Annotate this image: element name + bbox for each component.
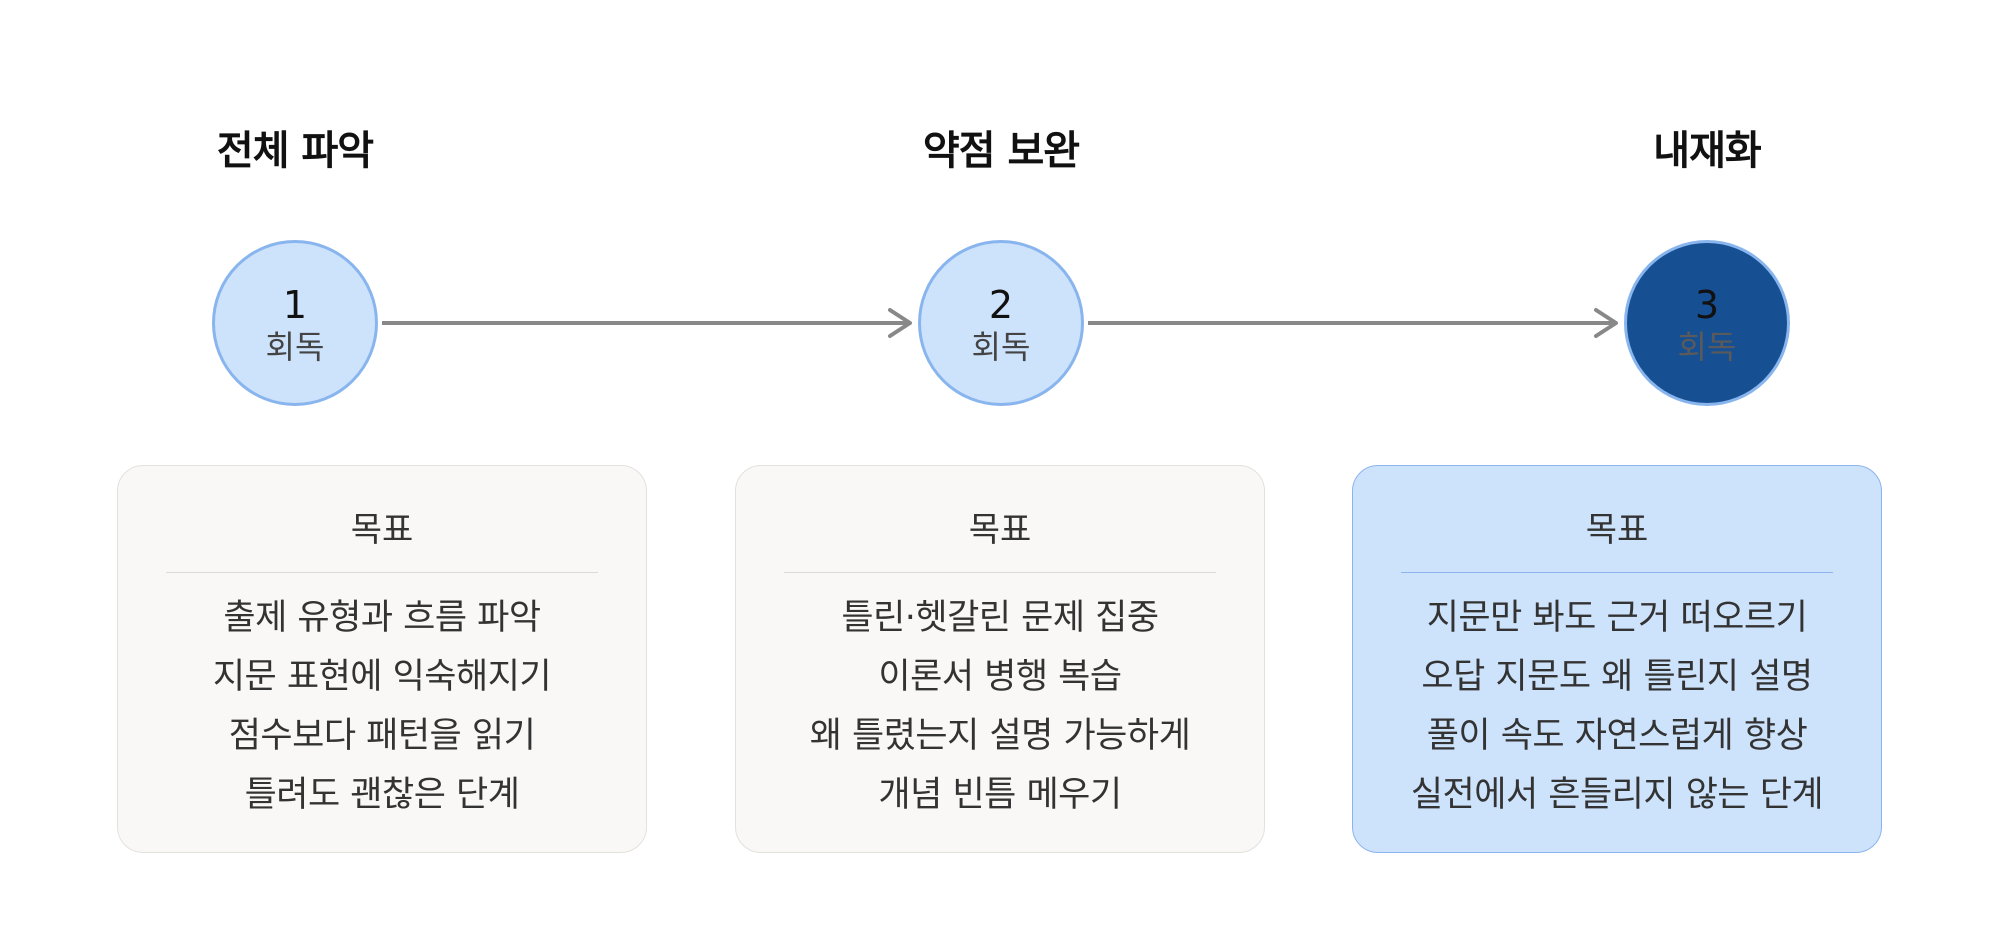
step-node-2: 2 회독: [918, 240, 1084, 406]
goal-item: 풀이 속도 자연스럽게 향상: [1426, 716, 1808, 756]
goal-item: 틀려도 괜찮은 단계: [244, 775, 520, 815]
goal-item: 지문 표현에 익숙해지기: [212, 657, 552, 697]
goal-card-heading: 목표: [784, 502, 1216, 573]
stage-title-1: 전체 파악: [216, 128, 374, 174]
goal-item: 오답 지문도 왜 틀린지 설명: [1421, 657, 1813, 697]
step-number: 3: [1694, 283, 1720, 327]
step-number: 2: [988, 283, 1014, 327]
step-number: 1: [282, 283, 308, 327]
goal-item: 지문만 봐도 근거 떠오르기: [1426, 598, 1808, 638]
goal-item: 실전에서 흔들리지 않는 단계: [1410, 775, 1824, 815]
goal-item: 왜 틀렸는지 설명 가능하게: [809, 716, 1191, 756]
goal-item: 출제 유형과 흐름 파악: [223, 598, 541, 638]
stage-title-2: 약점 보완: [922, 128, 1080, 174]
goal-card-1: 목표 출제 유형과 흐름 파악 지문 표현에 익숙해지기 점수보다 패턴을 읽기…: [117, 465, 647, 853]
step-label: 회독: [265, 328, 325, 366]
goal-item: 틀린·헷갈린 문제 집중: [841, 598, 1159, 638]
goal-card-heading: 목표: [1401, 502, 1833, 573]
step-label: 회독: [1677, 328, 1737, 366]
step-node-3: 3 회독: [1624, 240, 1790, 406]
step-label: 회독: [971, 328, 1031, 366]
goal-item: 이론서 병행 복습: [878, 657, 1122, 697]
goal-card-2: 목표 틀린·헷갈린 문제 집중 이론서 병행 복습 왜 틀렸는지 설명 가능하게…: [735, 465, 1265, 853]
goal-card-3: 목표 지문만 봐도 근거 떠오르기 오답 지문도 왜 틀린지 설명 풀이 속도 …: [1352, 465, 1882, 853]
arrow-1-to-2: [382, 308, 912, 338]
step-node-1: 1 회독: [212, 240, 378, 406]
goal-item: 개념 빈틈 메우기: [878, 775, 1122, 815]
arrow-2-to-3: [1088, 308, 1618, 338]
goal-card-heading: 목표: [166, 502, 598, 573]
stage-title-3: 내재화: [1653, 128, 1761, 174]
goal-item: 점수보다 패턴을 읽기: [228, 716, 536, 756]
